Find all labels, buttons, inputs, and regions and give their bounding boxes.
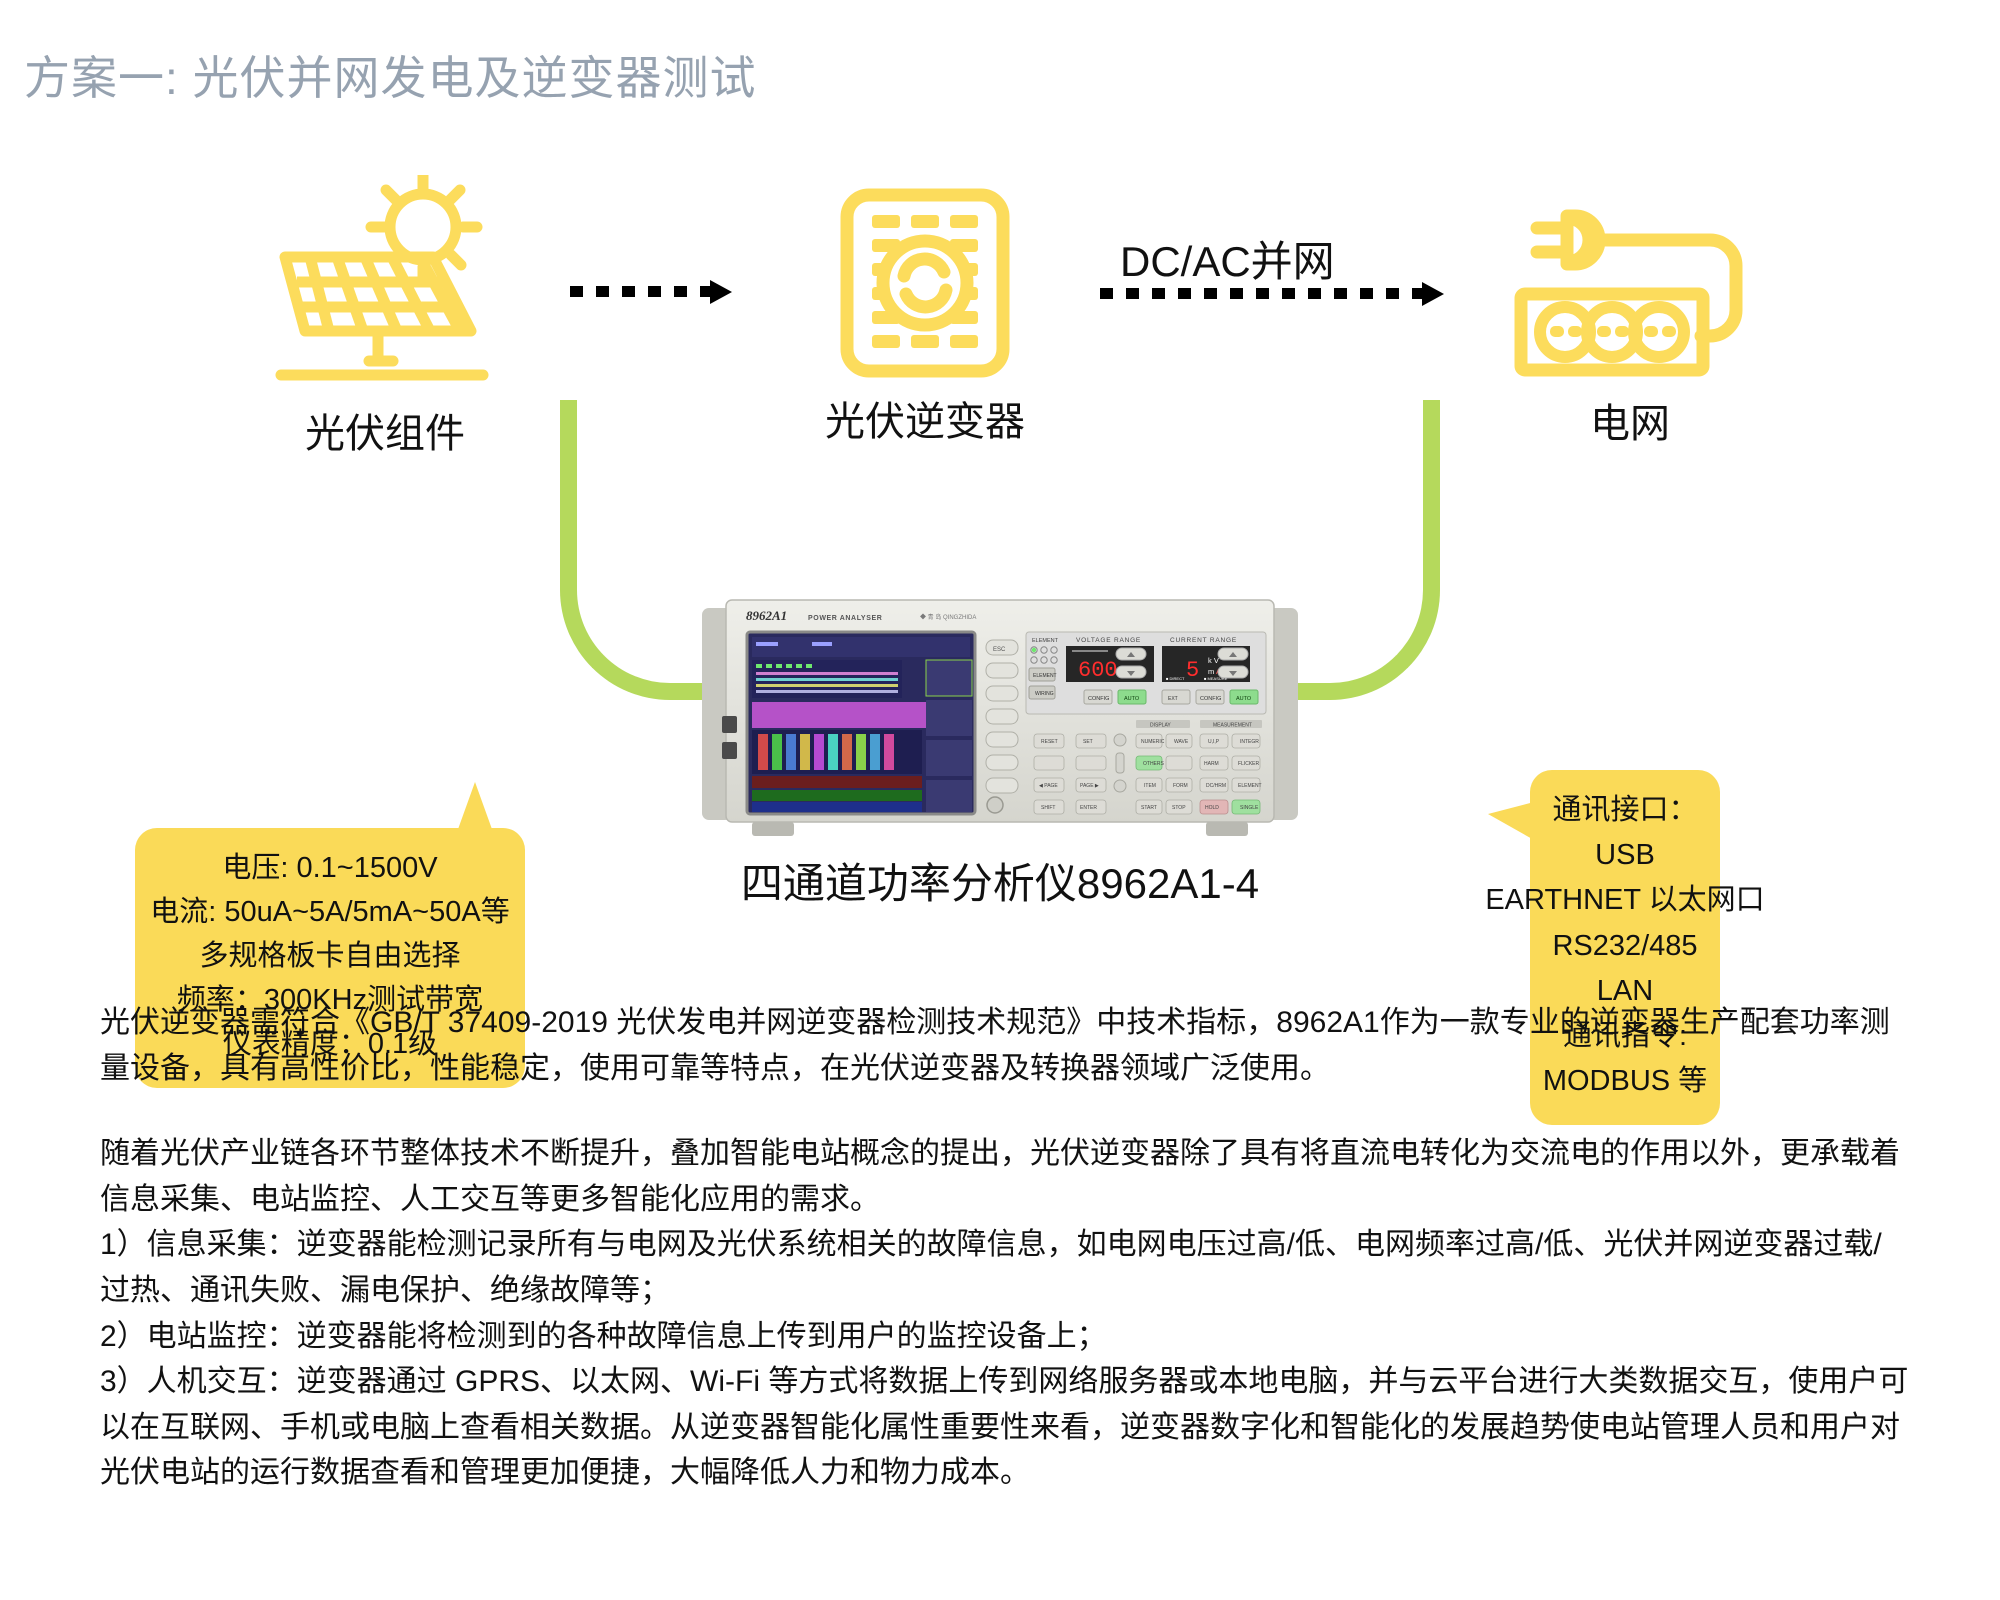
svg-text:HOLD: HOLD	[1205, 805, 1219, 811]
arrow-dashes	[570, 286, 710, 297]
flow-label-dcac: DC/AC并网	[1120, 238, 1335, 285]
svg-text:AUTO: AUTO	[1236, 696, 1252, 702]
svg-text:STOP: STOP	[1172, 805, 1186, 811]
svg-text:HARM: HARM	[1204, 761, 1219, 767]
svg-text:600: 600	[1078, 658, 1118, 683]
svg-text:■ DIRECT: ■ DIRECT	[1166, 676, 1185, 681]
arrow-head	[710, 280, 732, 304]
svg-text:START: START	[1141, 805, 1157, 811]
arrow-head	[1422, 282, 1444, 306]
spec-voltage: 电压: 0.1~1500V	[222, 852, 438, 884]
arrow-dashes	[1100, 288, 1425, 299]
callout-tail	[457, 782, 493, 832]
svg-text:8962A1: 8962A1	[746, 608, 787, 623]
svg-text:MEASUREMENT: MEASUREMENT	[1213, 723, 1252, 729]
paragraph-5: 3）人机交互：逆变器通过 GPRS、以太网、Wi-Fi 等方式将数据上传到网络服…	[100, 1365, 1909, 1490]
svg-text:CONFIG: CONFIG	[1200, 696, 1221, 702]
paragraph-3: 1）信息采集：逆变器能检测记录所有与电网及光伏系统相关的故障信息，如电网电压过高…	[100, 1228, 1882, 1307]
svg-text:5: 5	[1186, 658, 1199, 683]
svg-text:ELEMENT: ELEMENT	[1238, 783, 1262, 789]
svg-text:CONFIG: CONFIG	[1088, 696, 1109, 702]
comm-command-title: 通讯指令:	[1562, 1020, 1688, 1053]
diagram-node-inverter: 光伏逆变器	[745, 188, 1105, 447]
svg-text:POWER ANALYSER: POWER ANALYSER	[808, 615, 882, 622]
svg-text:SET: SET	[1083, 739, 1093, 745]
svg-text:ENTER: ENTER	[1080, 805, 1097, 811]
paragraph-2: 随着光伏产业链各环节整体技术不断提升，叠加智能电站概念的提出，光伏逆变器除了具有…	[100, 1137, 1900, 1216]
svg-text:WAVE: WAVE	[1174, 739, 1189, 745]
paragraph-4: 2）电站监控：逆变器能将检测到的各种故障信息上传到用户的监控设备上；	[100, 1319, 1107, 1353]
spec-accuracy: 仪表精度：0.1级	[222, 1028, 438, 1061]
instrument-caption: 四通道功率分析仪8962A1-4	[740, 860, 1260, 907]
paragraph-1: 光伏逆变器需符合《GB/T 37409-2019 光伏发电并网逆变器检测技术规范…	[100, 1006, 1890, 1085]
svg-text:◀ PAGE: ◀ PAGE	[1039, 783, 1058, 789]
svg-text:EXT: EXT	[1168, 696, 1178, 702]
article-body: 光伏逆变器需符合《GB/T 37409-2019 光伏发电并网逆变器检测技术规范…	[100, 1000, 1910, 1496]
svg-text:ITEM: ITEM	[1144, 783, 1156, 789]
svg-text:■ MEASURE: ■ MEASURE	[1204, 676, 1228, 681]
svg-text:OTHERS: OTHERS	[1143, 761, 1165, 767]
svg-text:VOLTAGE RANGE: VOLTAGE RANGE	[1076, 637, 1141, 644]
inverter-icon	[745, 188, 1105, 383]
svg-text:CURRENT RANGE: CURRENT RANGE	[1170, 637, 1237, 644]
svg-text:RESET: RESET	[1041, 739, 1058, 745]
svg-text:NUMERIC: NUMERIC	[1141, 739, 1165, 745]
svg-text:WIRING: WIRING	[1035, 691, 1054, 697]
svg-text:SHIFT: SHIFT	[1041, 805, 1055, 811]
callout-tail	[1488, 802, 1534, 840]
comm-ethernet: EARTHNET 以太网口	[1485, 884, 1765, 917]
node-label-grid: 电网	[1590, 402, 1670, 446]
svg-text:INTEGR: INTEGR	[1240, 739, 1259, 745]
spec-cards: 多规格板卡自由选择	[199, 940, 461, 973]
svg-text:AUTO: AUTO	[1124, 696, 1140, 702]
comm-interface-title: 通讯接口：	[1552, 794, 1698, 826]
svg-text:U,I,P: U,I,P	[1208, 739, 1220, 745]
diagram-node-grid: 电网	[1420, 200, 1840, 449]
svg-text:FORM: FORM	[1173, 783, 1188, 789]
svg-text:DISPLAY: DISPLAY	[1150, 723, 1171, 729]
node-label-inverter: 光伏逆变器	[825, 400, 1025, 444]
svg-text:FLICKER: FLICKER	[1238, 761, 1260, 767]
diagram-node-pv-module: 光伏组件	[185, 169, 585, 459]
spec-frequency: 频率：300KHz测试带宽	[176, 984, 484, 1017]
comm-usb: USB	[1595, 839, 1655, 872]
spec-current: 电流: 50uA~5A/5mA~50A等	[150, 896, 510, 929]
power-analyser-instrument: 8962A1 POWER ANALYSER ◆ 青 岛 QINGZHIDA	[700, 590, 1300, 850]
comm-rs232: RS232/485	[1552, 929, 1698, 962]
node-label-pv-module: 光伏组件	[305, 412, 465, 456]
comm-lan: LAN	[1596, 974, 1654, 1007]
comm-modbus: MODBUS 等	[1542, 1065, 1708, 1098]
svg-text:PAGE ▶: PAGE ▶	[1080, 783, 1099, 789]
svg-text:SINGLE: SINGLE	[1240, 805, 1259, 811]
svg-text:DC/HRM: DC/HRM	[1206, 783, 1226, 789]
callout-communication: 通讯接口： USB EARTHNET 以太网口 RS232/485 LAN 通讯…	[1485, 770, 1765, 1125]
flow-arrow-pv-to-inverter	[570, 280, 735, 304]
svg-text:k V: k V	[1208, 656, 1219, 665]
svg-text:ELEMENT: ELEMENT	[1032, 638, 1059, 644]
svg-text:ESC: ESC	[993, 647, 1006, 653]
solar-panel-icon	[185, 169, 585, 395]
power-strip-icon	[1420, 200, 1840, 385]
callout-specifications: 电压: 0.1~1500V 电流: 50uA~5A/5mA~50A等 多规格板卡…	[135, 782, 525, 1089]
paragraph-spacer	[100, 1091, 1910, 1131]
flow-arrow-inverter-to-grid	[1100, 282, 1450, 306]
page-title: 方案一: 光伏并网发电及逆变器测试	[24, 52, 757, 104]
svg-text:◆ 青 岛 QINGZHIDA: ◆ 青 岛 QINGZHIDA	[920, 613, 976, 621]
svg-text:ELEMENT: ELEMENT	[1033, 673, 1057, 679]
diagram-area: 光伏组件	[0, 150, 2000, 1125]
